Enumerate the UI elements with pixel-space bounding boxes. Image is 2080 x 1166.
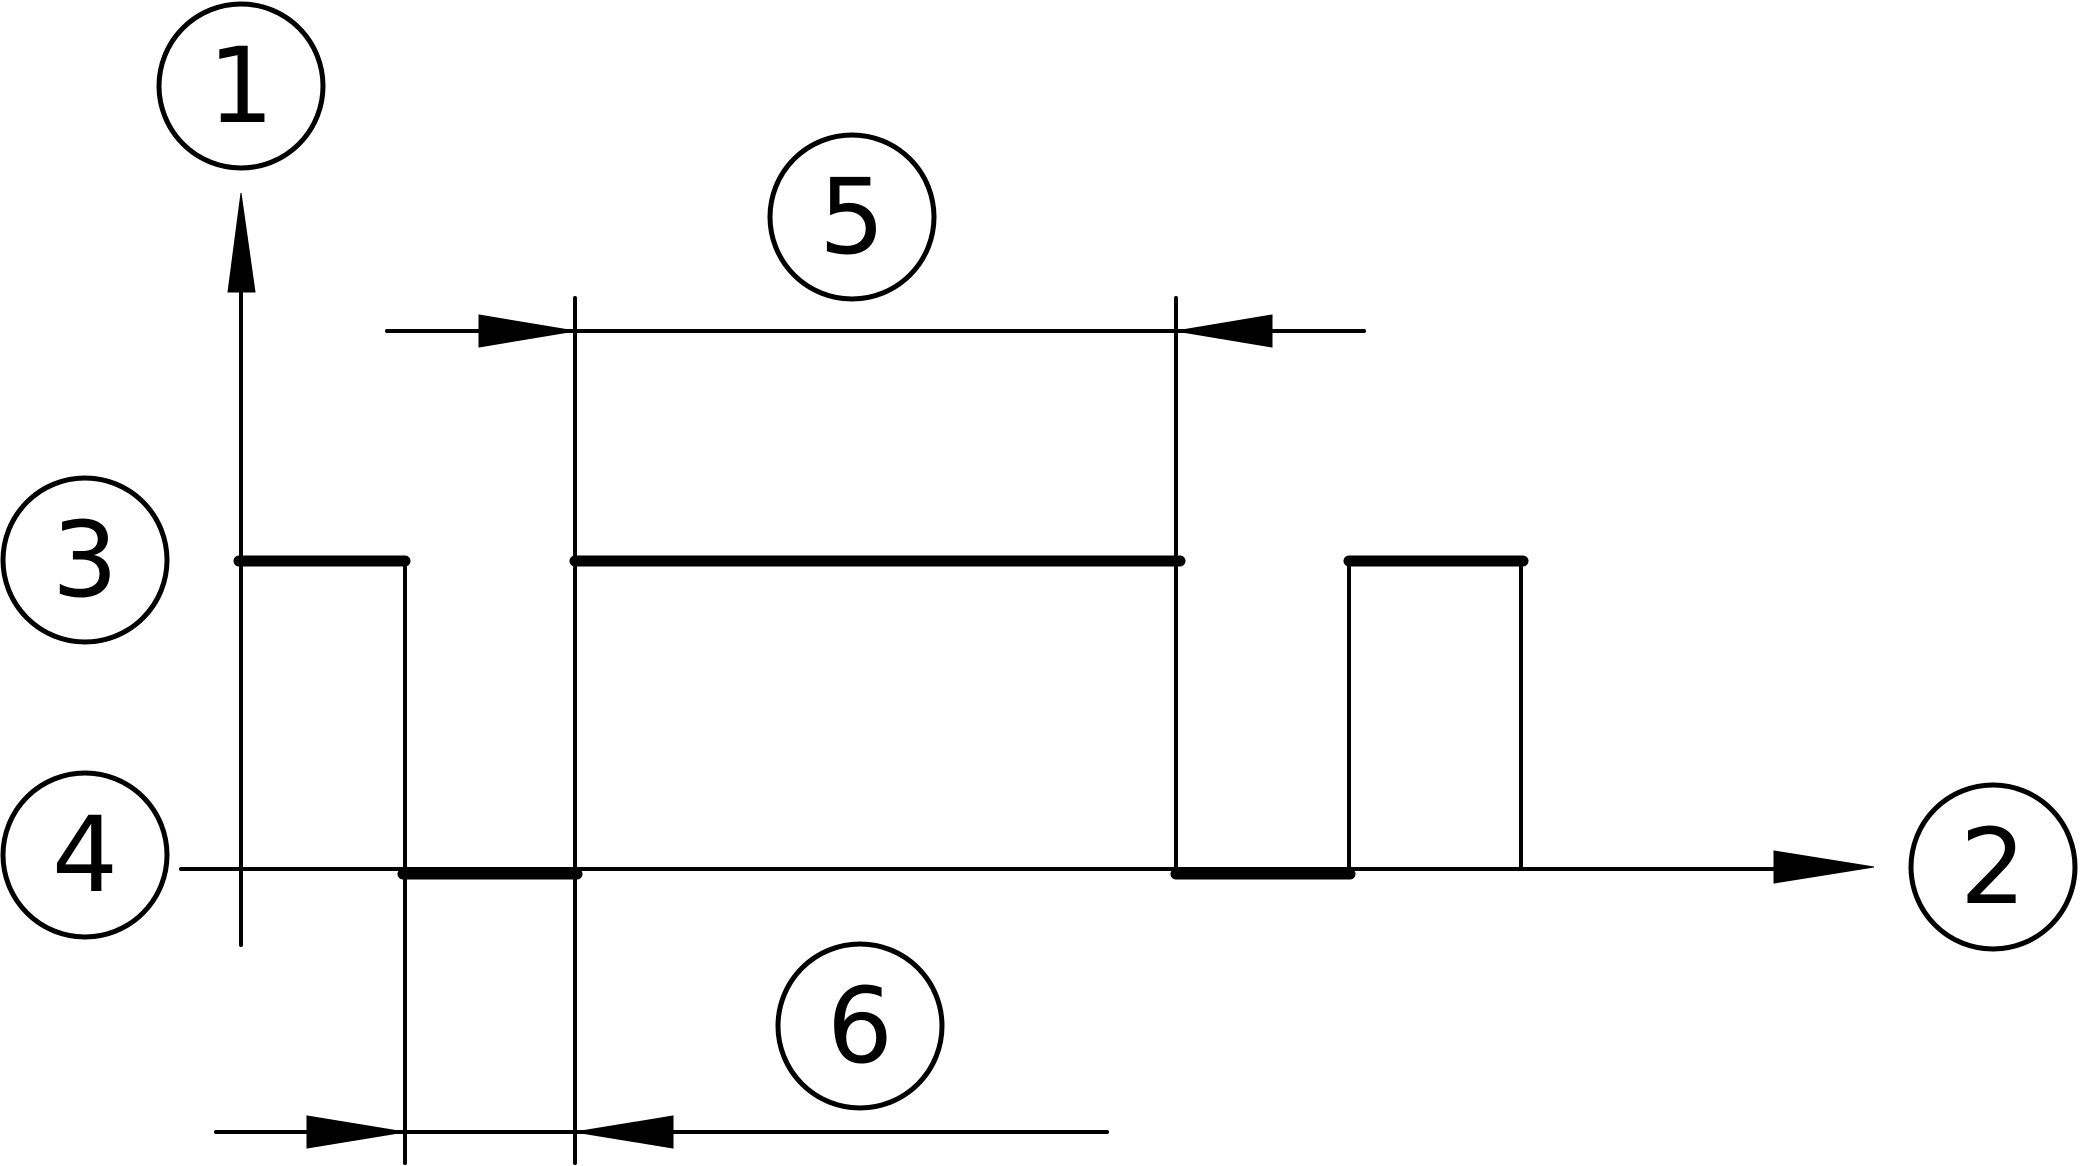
callout-2-label: 2	[1960, 806, 2026, 928]
dimension-high-arrow-right	[1175, 314, 1273, 348]
callout-6: 6	[775, 941, 945, 1111]
callout-4-label: 4	[52, 794, 118, 916]
dimension-high-arrow-left	[478, 314, 576, 348]
callout-5-label: 5	[819, 156, 885, 278]
dimension-low-arrow-right	[574, 1115, 674, 1149]
vertical-axis	[227, 192, 256, 947]
callout-5: 5	[767, 132, 937, 302]
callout-2: 2	[1908, 782, 2078, 952]
callout-1: 1	[156, 1, 326, 171]
dimension-high-duration	[385, 314, 1366, 348]
callout-1-label: 1	[208, 25, 274, 147]
dimension-low-duration	[214, 1115, 1109, 1149]
callout-3-label: 3	[52, 499, 118, 621]
dimension-low-arrow-left	[306, 1115, 406, 1149]
callout-4: 4	[0, 770, 170, 940]
signal-waveform	[233, 555, 1529, 880]
horizontal-axis-arrowhead	[1773, 850, 1875, 884]
callout-3: 3	[0, 475, 170, 645]
extension-lines	[403, 296, 1178, 1165]
callout-6-label: 6	[827, 965, 893, 1087]
vertical-axis-arrowhead	[227, 192, 256, 293]
